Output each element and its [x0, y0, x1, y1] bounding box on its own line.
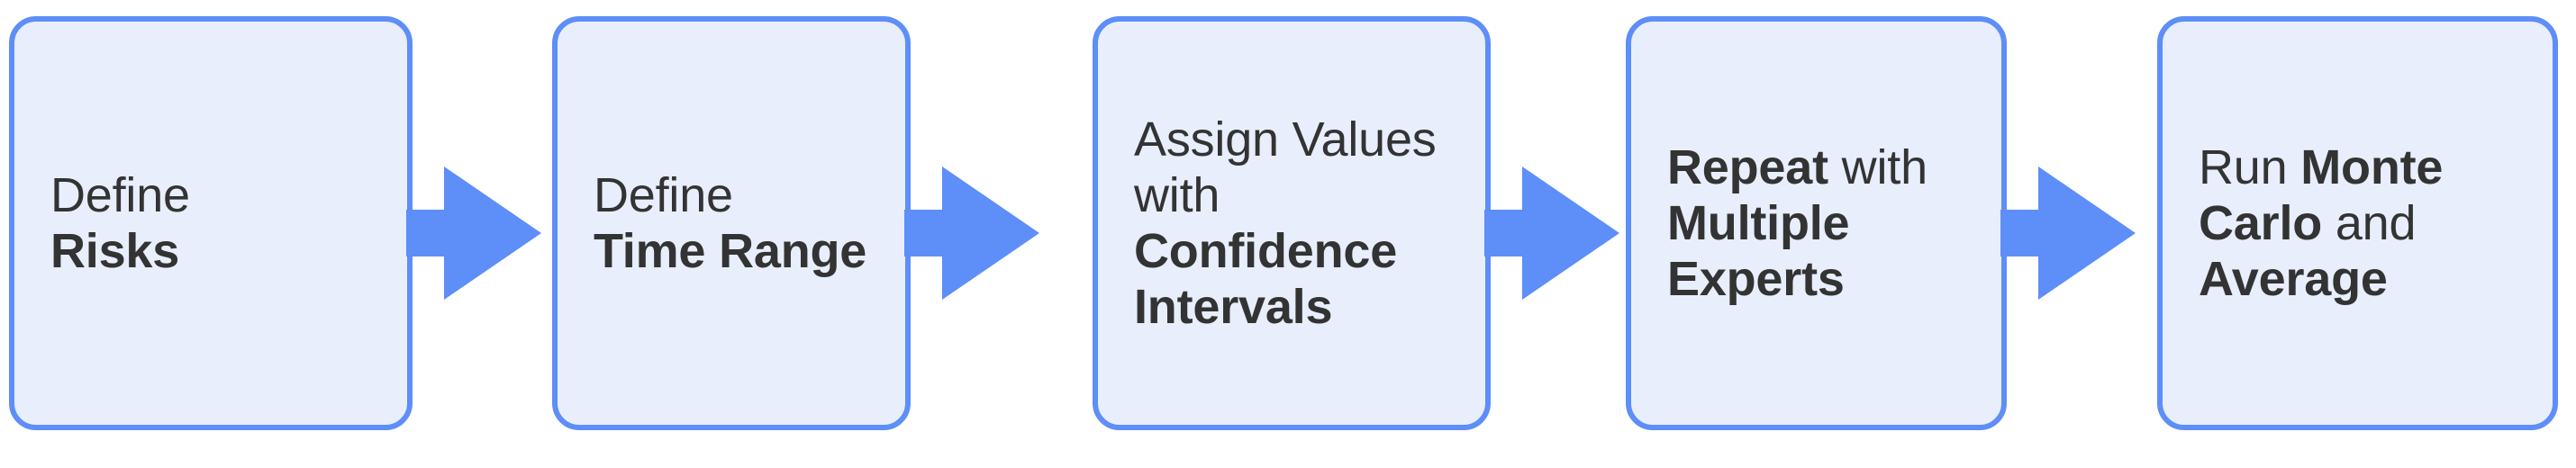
step-label-4: Repeat with Multiple Experts: [1631, 140, 2001, 307]
step-3-bold: Confidence Intervals: [1134, 224, 1398, 334]
step-label-5: Run Monte Carlo and Average: [2163, 140, 2553, 307]
step-4-bold-2: Multiple Experts: [1667, 196, 1850, 306]
step-5-regular-2: and: [2322, 196, 2417, 250]
process-step-assign-values[interactable]: Assign Values with Confidence Intervals: [1093, 16, 1491, 430]
right-arrow-icon: [406, 166, 541, 300]
process-step-run-monte-carlo[interactable]: Run Monte Carlo and Average: [2157, 16, 2558, 430]
step-5-regular-1: Run: [2199, 140, 2301, 194]
step-5-bold-1: Monte Carlo: [2199, 140, 2444, 250]
step-2-line-2-bold: Time Range: [594, 224, 867, 278]
step-label-3: Assign Values with Confidence Intervals: [1098, 112, 1485, 335]
step-label-1: Define Risks: [14, 167, 221, 279]
process-step-define-risks[interactable]: Define Risks: [9, 16, 413, 430]
step-1-line-2-bold: Risks: [50, 224, 180, 278]
step-2-line-1-regular: Define: [594, 168, 733, 222]
process-step-repeat-multiple-experts[interactable]: Repeat with Multiple Experts: [1626, 16, 2007, 430]
step-4-bold-1: Repeat: [1667, 140, 1828, 194]
step-5-bold-2: Average: [2199, 252, 2388, 306]
step-1-line-1-regular: Define: [50, 168, 190, 222]
step-4-regular: with: [1828, 140, 1927, 194]
step-label-2: Define Time Range: [558, 167, 897, 279]
right-arrow-icon: [904, 166, 1039, 300]
right-arrow-icon: [2000, 166, 2136, 300]
step-3-regular: Assign Values with: [1134, 112, 1437, 222]
process-step-define-time-range[interactable]: Define Time Range: [552, 16, 911, 430]
right-arrow-icon: [1484, 166, 1619, 300]
